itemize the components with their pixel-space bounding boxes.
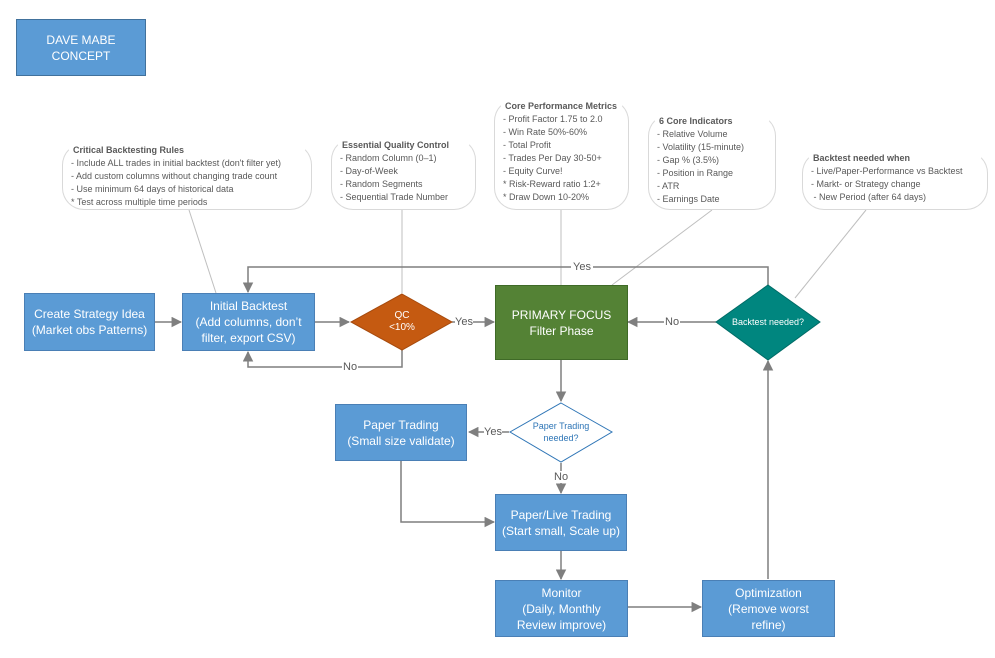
backtest-needed-line1: Backtest needed? xyxy=(731,317,805,327)
live-trading-box: Paper/Live Trading (Start small, Scale u… xyxy=(495,494,627,551)
note-metrics-line: * Draw Down 10-20% xyxy=(503,192,590,202)
live-trading-line1: Paper/Live Trading xyxy=(510,507,612,522)
backtest-needed-decision xyxy=(715,284,821,361)
edge-backtest-yes-initial xyxy=(242,266,769,294)
note-backtest-line: - Markt- or Strategy change xyxy=(811,179,921,189)
note-critical-title: Critical Backtesting Rules xyxy=(73,145,185,155)
initial-backtest-box: Initial Backtest (Add columns, don’t fil… xyxy=(182,293,315,351)
monitor-line2: (Daily, Monthly xyxy=(522,601,601,616)
note-metrics-title: Core Performance Metrics xyxy=(505,101,618,111)
note-critical-line: * Test across multiple time periods xyxy=(71,197,208,207)
edge-paper-live xyxy=(400,461,496,528)
edge-label-backtest-no: No xyxy=(664,316,681,328)
note-core-indicators: 6 Core Indicators - Relative Volume - Vo… xyxy=(648,114,776,210)
edge-label-qc-yes: Yes xyxy=(455,316,473,328)
optimization-box: Optimization (Remove worst refine) xyxy=(702,580,835,637)
create-strategy-line2: (Market obs Patterns) xyxy=(31,323,148,337)
note-indicators-line: - Relative Volume xyxy=(657,129,728,139)
backtest-needed-label: Backtest needed? xyxy=(718,314,818,330)
monitor-line1: Monitor xyxy=(541,585,582,600)
note-metrics-line: - Total Profit xyxy=(503,140,551,150)
note-indicators-line: - Position in Range xyxy=(657,168,734,178)
qc-decision-label: QC <10% xyxy=(362,308,442,336)
qc-label-line1: QC xyxy=(394,310,410,321)
optimization-line2: (Remove worst xyxy=(728,601,809,616)
primary-focus-line1: PRIMARY FOCUS xyxy=(511,307,612,322)
note-critical-line: - Add custom columns without changing tr… xyxy=(71,171,278,181)
monitor-line3: Review improve) xyxy=(516,617,607,632)
note-quality-title: Essential Quality Control xyxy=(342,140,450,150)
note-metrics-line: - Profit Factor 1.75 to 2.0 xyxy=(503,114,603,124)
concept-title-line1: DAVE MABE xyxy=(46,32,116,47)
callout-line-indicators xyxy=(611,209,713,286)
note-backtest-line: - Live/Paper-Performance vs Backtest xyxy=(811,166,963,176)
qc-decision xyxy=(349,293,454,351)
note-critical-line: - Use minimum 64 days of historical data xyxy=(71,184,234,194)
edge-qc-no-initial xyxy=(242,349,403,368)
note-quality-line: - Random Column (0–1) xyxy=(340,153,437,163)
note-backtest-title: Backtest needed when xyxy=(813,153,911,163)
note-critical-line: - Include ALL trades in initial backtest… xyxy=(71,158,281,168)
edge-label-paper-yes: Yes xyxy=(484,426,502,438)
paper-needed-line1: Paper Trading xyxy=(532,421,590,431)
note-quality-line: - Sequential Trade Number xyxy=(340,192,449,202)
callout-line-backtest xyxy=(794,209,867,299)
concept-title-line2: CONCEPT xyxy=(51,48,111,63)
paper-needed-decision xyxy=(509,402,613,463)
note-indicators-line: - Gap % (3.5%) xyxy=(657,155,720,165)
note-quality-line: - Random Segments xyxy=(340,179,423,189)
note-quality-line: - Day-of-Week xyxy=(340,166,398,176)
optimization-line3: refine) xyxy=(751,617,786,632)
paper-trading-box: Paper Trading (Small size validate) xyxy=(335,404,467,461)
note-quality-control: Essential Quality Control - Random Colum… xyxy=(331,138,476,210)
edge-label-paper-no: No xyxy=(553,471,570,483)
note-metrics-line: - Equity Curve! xyxy=(503,166,563,176)
optimization-line1: Optimization xyxy=(735,585,802,600)
note-critical-rules: Critical Backtesting Rules - Include ALL… xyxy=(62,143,312,210)
qc-label-line2: <10% xyxy=(389,322,415,333)
note-indicators-title: 6 Core Indicators xyxy=(659,116,733,126)
paper-needed-label: Paper Trading needed? xyxy=(516,418,606,446)
callout-lines xyxy=(188,209,867,299)
note-backtest-line: - New Period (after 64 days) xyxy=(811,192,927,202)
edge-label-yes-top: Yes xyxy=(571,261,593,273)
monitor-box: Monitor (Daily, Monthly Review improve) xyxy=(495,580,628,637)
paper-trading-line2: (Small size validate) xyxy=(347,433,455,448)
note-metrics-line: - Trades Per Day 30-50+ xyxy=(503,153,602,163)
note-metrics-line: - Win Rate 50%-60% xyxy=(503,127,588,137)
note-indicators-line: - ATR xyxy=(657,181,680,191)
note-indicators-line: - Earnings Date xyxy=(657,194,720,204)
primary-focus-box: PRIMARY FOCUS Filter Phase xyxy=(495,285,628,360)
note-metrics-line: * Risk-Reward ratio 1:2+ xyxy=(503,179,601,189)
primary-focus-line2: Filter Phase xyxy=(529,323,594,338)
callout-line-critical xyxy=(188,209,217,294)
paper-trading-line1: Paper Trading xyxy=(363,417,439,432)
concept-title-box: DAVE MABE CONCEPT xyxy=(16,19,146,76)
note-performance-metrics: Core Performance Metrics - Profit Factor… xyxy=(494,99,629,210)
initial-backtest-line3: filter, export CSV) xyxy=(201,331,296,345)
edge-label-qc-no: No xyxy=(342,361,359,373)
initial-backtest-line1: Initial Backtest xyxy=(209,299,288,313)
create-strategy-box: Create Strategy Idea (Market obs Pattern… xyxy=(24,293,155,351)
initial-backtest-line2: (Add columns, don’t xyxy=(195,315,302,329)
live-trading-line2: (Start small, Scale up) xyxy=(501,523,621,538)
note-backtest-needed: Backtest needed when - Live/Paper-Perfor… xyxy=(802,151,988,210)
create-strategy-line1: Create Strategy Idea xyxy=(34,307,145,321)
note-indicators-line: - Volatility (15-minute) xyxy=(657,142,745,152)
paper-needed-line2: needed? xyxy=(543,433,579,443)
